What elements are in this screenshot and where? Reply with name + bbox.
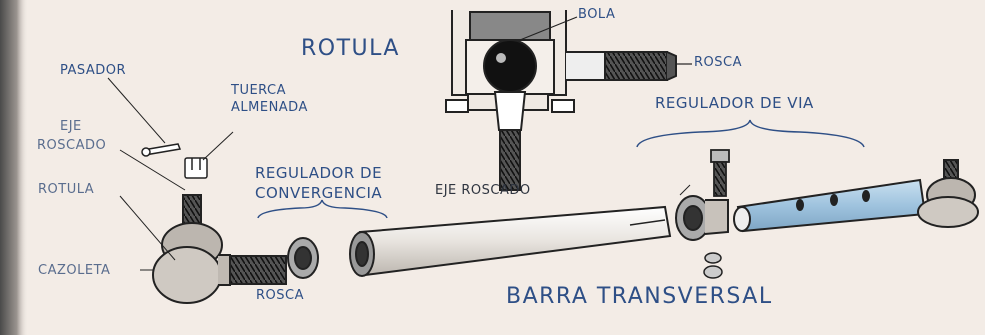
rosca-top-label: ROSCA [694,55,742,70]
bola-label: BOLA [578,7,616,22]
regulador-clamp [675,195,729,241]
via-brace [636,119,865,148]
pasador-label: PASADOR [60,63,127,78]
eje-label-line1: EJE [60,119,82,134]
tuerca-label-line1: TUERCA [231,83,287,98]
page-shadow [0,0,28,335]
eje-roscado-top-label: EJE ROSCADO [435,183,531,198]
regulador-via-label: REGULADOR DE VIA [655,94,814,112]
pasador-pin [141,143,182,157]
cazoleta-label: CAZOLETA [38,263,111,278]
regulador-conv-line1: REGULADOR DE [255,164,383,182]
bola-leader [519,16,578,41]
barra-transversal-tube [349,205,672,277]
left-ball-joint [152,194,287,304]
eje-label-line2: ROSCADO [37,138,107,153]
rosca-bottom-label: ROSCA [256,288,304,303]
clamp-bolt [710,149,730,197]
barra-transversal-label: BARRA TRANSVERSAL [506,284,773,309]
rosca-nut [287,237,319,279]
regulador-conv-line2: CONVERGENCIA [255,184,383,202]
rotula-title: ROTULA [301,36,400,61]
blue-sleeve [733,178,927,233]
clamp-nuts [703,252,723,279]
rotula-side-label: ROTULA [38,182,95,197]
rotula-cross-section [445,10,677,191]
convergencia-brace [257,199,388,219]
right-ball-joint [917,159,979,228]
tuerca-almenada [184,157,208,179]
bola-ball [483,39,537,93]
tuerca-label-line2: ALMENADA [231,100,308,115]
